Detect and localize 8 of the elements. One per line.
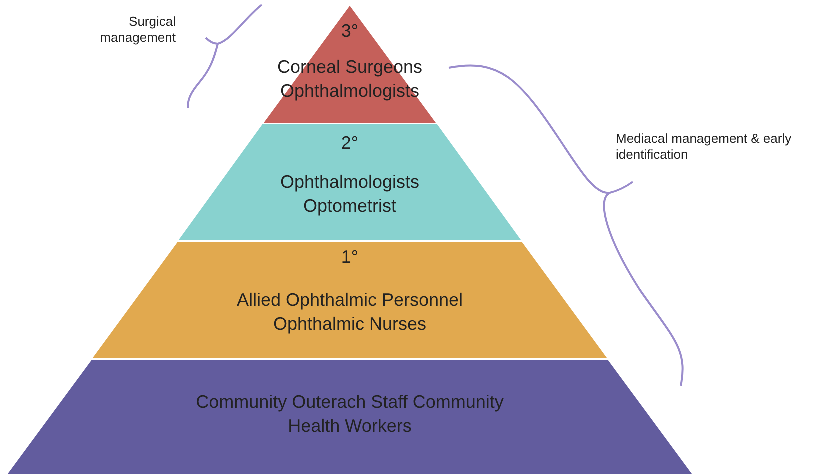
- bracket-label: Surgical management: [99, 14, 176, 46]
- level-label: 2°: [341, 133, 359, 153]
- bracket-label: Mediacal management & early identification: [616, 131, 793, 163]
- tier-label: Community Outerach Staff Community Health Workers: [195, 391, 505, 438]
- tier-label: Ophthalmologists Optometrist: [279, 171, 421, 218]
- level-label: 3°: [341, 21, 359, 41]
- level-label: 1°: [341, 247, 359, 267]
- tier-label: Allied Ophthalmic Personnel Ophthalmic Nurses: [236, 289, 464, 336]
